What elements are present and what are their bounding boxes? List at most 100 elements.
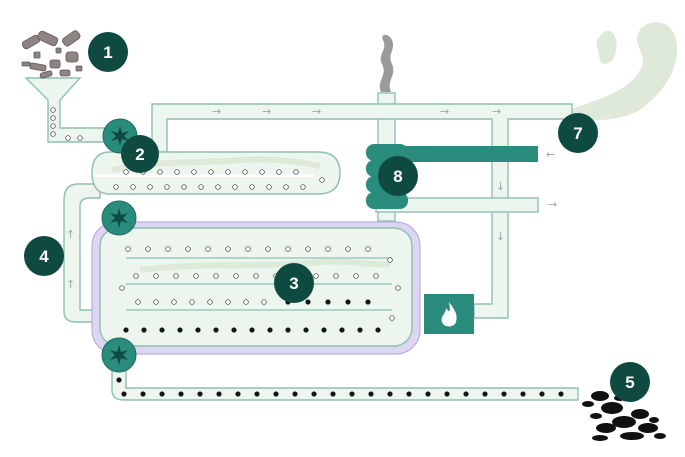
char-particle xyxy=(197,391,203,397)
char-particle xyxy=(249,327,255,333)
char-particle xyxy=(305,299,311,305)
char-particle xyxy=(235,391,241,397)
char-particle xyxy=(159,327,165,333)
char-particle xyxy=(141,327,147,333)
feed-particle xyxy=(325,246,331,252)
feed-particle xyxy=(198,184,204,190)
char-particle xyxy=(292,391,298,397)
feed-particle xyxy=(261,299,267,305)
feed-particle xyxy=(157,169,163,175)
feed-particle xyxy=(215,184,221,190)
char-particle xyxy=(387,391,393,397)
feed-particle xyxy=(153,299,159,305)
feed-particle xyxy=(333,273,339,279)
rotary-valve-bottom xyxy=(101,337,137,373)
char-particle xyxy=(311,391,317,397)
star-valve-icon xyxy=(110,208,128,228)
output-conveyor xyxy=(111,353,579,401)
feed-particle xyxy=(243,299,249,305)
feed-particle xyxy=(193,273,199,279)
feed-particle xyxy=(205,246,211,252)
badge-1: 1 xyxy=(88,32,128,72)
feed-particle xyxy=(353,273,359,279)
char-particle xyxy=(195,327,201,333)
feed-particle xyxy=(395,285,401,291)
svg-text:→: → xyxy=(440,105,449,118)
feed-particle xyxy=(345,246,351,252)
svg-text:3: 3 xyxy=(289,274,298,293)
char-particle xyxy=(349,391,355,397)
svg-text:←: ← xyxy=(546,148,555,161)
svg-text:↑: ↑ xyxy=(66,278,75,291)
char-particle xyxy=(365,299,371,305)
feed-particle xyxy=(173,273,179,279)
feed-particle xyxy=(153,273,159,279)
feed-particle xyxy=(225,299,231,305)
feed-particle xyxy=(50,131,56,137)
char-particle xyxy=(285,327,291,333)
feed-particle xyxy=(50,107,56,113)
feed-particle xyxy=(181,184,187,190)
feed-particle xyxy=(185,246,191,252)
feed-particle xyxy=(373,273,379,279)
feed-particle xyxy=(113,184,119,190)
feed-particle xyxy=(249,184,255,190)
svg-text:↑: ↑ xyxy=(66,228,75,241)
feed-particle xyxy=(242,169,248,175)
feed-particle xyxy=(130,184,136,190)
badge-4: 4 xyxy=(24,236,64,276)
feed-particle xyxy=(65,135,71,141)
feed-particle xyxy=(135,299,141,305)
star-valve-icon xyxy=(111,126,129,146)
feed-particle xyxy=(276,169,282,175)
funnel-icon xyxy=(24,77,109,143)
char-particle xyxy=(123,327,129,333)
feed-particle xyxy=(319,177,325,183)
reactor-chamber xyxy=(91,221,421,355)
char-particle xyxy=(368,391,374,397)
feed-particle xyxy=(77,135,83,141)
badge-8: 8 xyxy=(378,156,418,196)
feed-particle xyxy=(145,246,151,252)
char-particle xyxy=(216,391,222,397)
svg-text:→: → xyxy=(548,198,557,211)
feed-particle xyxy=(245,246,251,252)
feed-particle xyxy=(389,315,395,321)
feed-particle xyxy=(50,123,56,129)
char-particle xyxy=(140,391,146,397)
star-valve-icon xyxy=(110,345,128,365)
svg-text:7: 7 xyxy=(573,124,582,143)
badge-5: 5 xyxy=(610,362,650,402)
feed-particle xyxy=(265,246,271,252)
burner-box xyxy=(424,294,474,334)
char-particle xyxy=(482,391,488,397)
feed-particle xyxy=(189,299,195,305)
feed-particle xyxy=(305,246,311,252)
char-particle xyxy=(303,327,309,333)
feedstock-pile xyxy=(21,30,83,79)
svg-text:→: → xyxy=(492,105,501,118)
char-particle xyxy=(357,327,363,333)
svg-text:1: 1 xyxy=(103,43,112,62)
feed-particle xyxy=(208,169,214,175)
char-particle xyxy=(406,391,412,397)
feed-particle xyxy=(164,184,170,190)
feed-particle xyxy=(174,169,180,175)
svg-text:8: 8 xyxy=(393,167,402,186)
char-particle xyxy=(273,391,279,397)
feed-particle xyxy=(125,246,131,252)
feed-particle xyxy=(213,273,219,279)
feed-particle xyxy=(259,169,265,175)
feed-particle xyxy=(387,257,393,263)
feed-particle xyxy=(165,246,171,252)
feed-particle xyxy=(123,169,129,175)
char-particle xyxy=(444,391,450,397)
char-particle xyxy=(539,391,545,397)
char-particle xyxy=(463,391,469,397)
feed-particle xyxy=(133,273,139,279)
feed-particle xyxy=(171,299,177,305)
char-particle xyxy=(321,327,327,333)
badge-3: 3 xyxy=(274,263,314,303)
char-particle xyxy=(254,391,260,397)
svg-text:→: → xyxy=(262,105,271,118)
